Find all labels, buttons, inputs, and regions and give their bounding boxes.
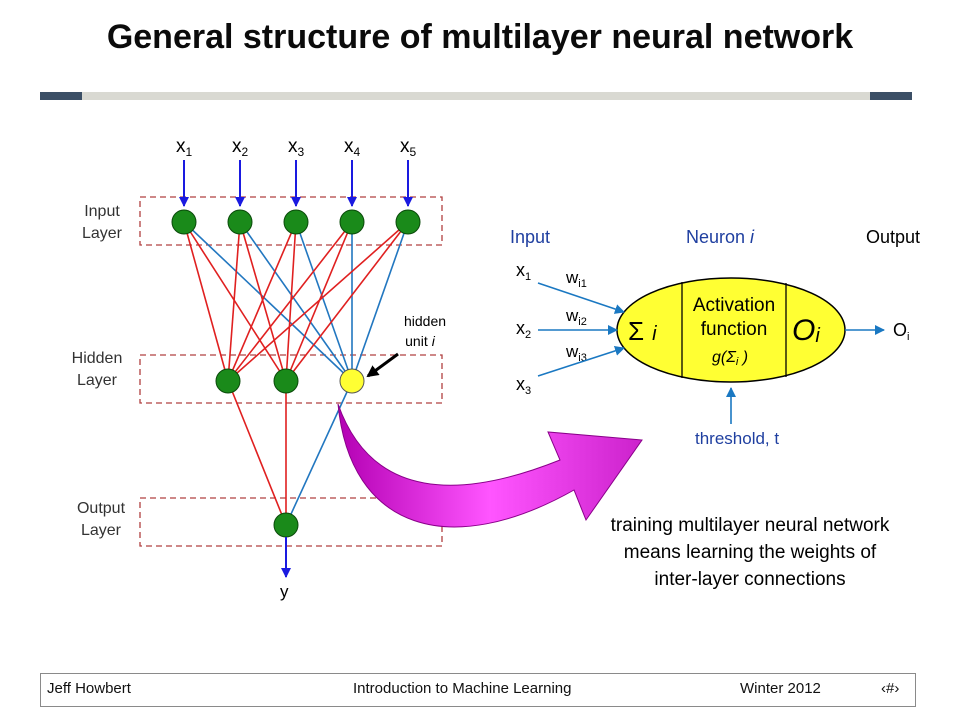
divider-cap-right <box>870 92 912 100</box>
edges-input-hidden <box>183 221 409 382</box>
input-label-x4: x4 <box>344 136 361 159</box>
divider-cap-left <box>40 92 82 100</box>
edges-hidden-output <box>227 380 353 526</box>
input-label-x3: x3 <box>288 136 305 159</box>
caption-line-1: training multilayer neural network <box>610 515 890 536</box>
input-node-3 <box>283 209 309 235</box>
caption-line-3: inter-layer connections <box>654 569 846 590</box>
hidden-unit-pointer <box>366 352 399 378</box>
input-label-x1: x1 <box>176 136 193 159</box>
neuron-col-output: Output <box>866 227 920 247</box>
hidden-node-1 <box>215 368 241 394</box>
neuron-activation-formula: g(Σi ) <box>712 349 748 368</box>
weight-wi1: wi1 <box>565 268 587 290</box>
footer: Jeff Howbert Introduction to Machine Lea… <box>40 673 916 707</box>
input-arrows <box>179 160 413 207</box>
caption-line-2: means learning the weights of <box>623 542 877 563</box>
neuron-input-arrows <box>537 282 625 377</box>
hidden-layer-box <box>139 354 443 404</box>
input-node-5 <box>395 209 421 235</box>
threshold-label: threshold, t <box>695 429 779 448</box>
output-node <box>273 512 299 538</box>
footer-term: Winter 2012 <box>740 680 821 697</box>
caption: training multilayer neural network means… <box>560 512 940 593</box>
footer-author: Jeff Howbert <box>47 680 131 697</box>
input-node-1 <box>171 209 197 235</box>
neuron-input-x1: x1 <box>516 260 531 283</box>
weight-wi2: wi2 <box>565 306 587 328</box>
input-label-x5: x5 <box>400 136 417 159</box>
title-divider <box>40 92 912 100</box>
neuron-input-x3: x3 <box>516 374 531 397</box>
neuron-col-input: Input <box>510 227 550 247</box>
hidden-node-2 <box>273 368 299 394</box>
input-node-4 <box>339 209 365 235</box>
neuron-output-symbol: Oi <box>792 314 820 347</box>
footer-course: Introduction to Machine Learning <box>353 680 572 697</box>
input-label-x2: x2 <box>232 136 249 159</box>
neuron-input-x2: x2 <box>516 318 531 341</box>
output-label-y: y <box>280 582 289 601</box>
slide-title: General structure of multilayer neural n… <box>106 18 854 56</box>
neuron-output-value: Oi <box>893 320 909 343</box>
footer-page-number: ‹#› <box>881 680 900 697</box>
expand-arrow <box>337 403 643 528</box>
weight-wi3: wi3 <box>565 342 587 364</box>
input-node-2 <box>227 209 253 235</box>
hidden-node-i <box>339 368 365 394</box>
